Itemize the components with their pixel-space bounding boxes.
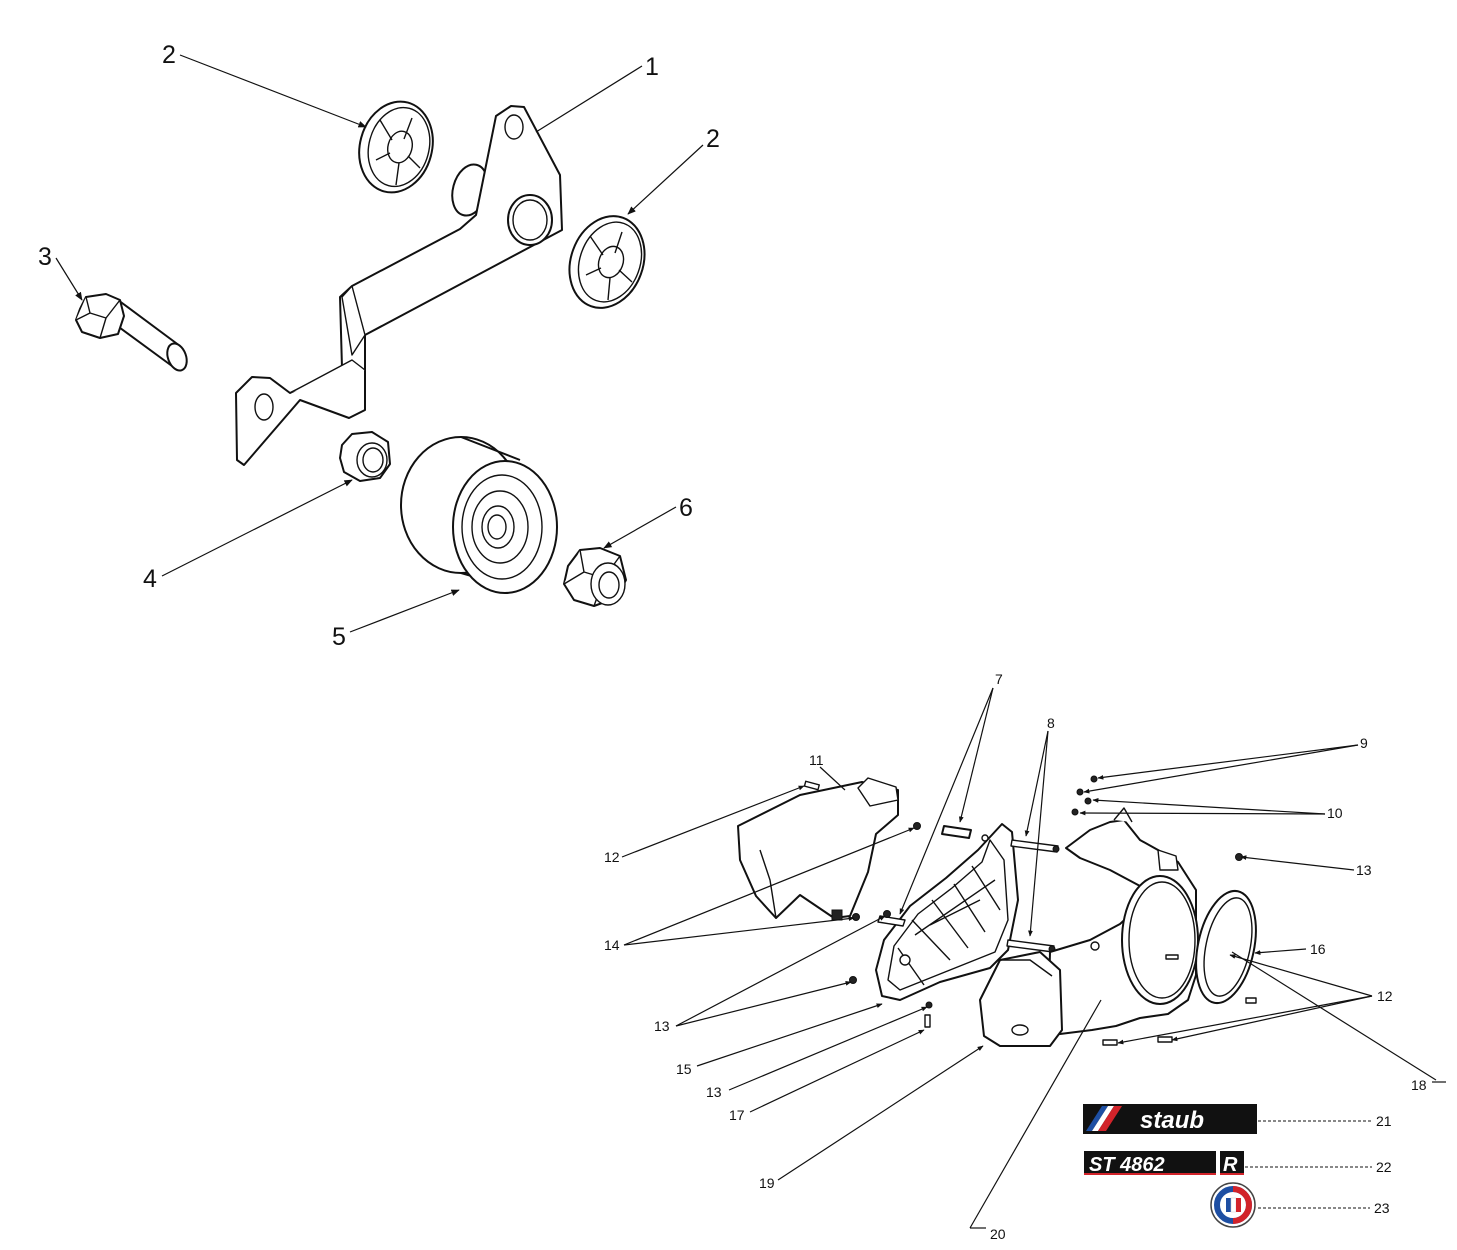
callout-23: 23 [1374, 1200, 1390, 1216]
callout-4: 4 [143, 565, 157, 593]
model-badge-text: ST 4862 [1089, 1154, 1165, 1176]
lower-callouts: 7 8 9 10 11 12 12 13 13 13 [604, 671, 1446, 1242]
callout-6: 6 [679, 494, 693, 522]
leader-20 [969, 999, 1102, 1229]
callout-10: 10 [1327, 805, 1343, 821]
callout-9: 9 [1360, 735, 1368, 751]
leader-18 [1231, 951, 1437, 1081]
leader-10b [1079, 810, 1326, 816]
callout-1: 1 [645, 53, 659, 81]
leader-8b [1028, 730, 1049, 937]
callout-13-bottom: 13 [706, 1084, 722, 1100]
callout-11: 11 [809, 752, 824, 768]
leader-12-right-c [1171, 995, 1373, 1042]
part-20-housing [1047, 807, 1199, 1035]
part-2-washer-lower [568, 215, 646, 309]
brand-logo-text: staub [1140, 1107, 1204, 1134]
part-2-washer-upper [358, 100, 434, 194]
callout-22: 22 [1376, 1159, 1392, 1175]
part-15-cover-plate [875, 823, 1019, 1001]
leader-2a [179, 54, 367, 128]
callout-17: 17 [729, 1107, 745, 1123]
leader-11 [819, 766, 846, 791]
leader-9a [1097, 744, 1359, 780]
part-5-pulley [400, 436, 558, 594]
leader-15 [696, 1003, 883, 1067]
leader-16 [1254, 948, 1307, 955]
part-4-nut [339, 431, 391, 482]
leader-13-left-b [675, 980, 852, 1027]
part-3-hex-bolt [75, 293, 188, 372]
leader-1 [535, 65, 643, 133]
callout-3: 3 [38, 243, 52, 271]
part-11-shield [737, 777, 899, 921]
leader-3 [55, 257, 83, 301]
callout-12-left: 12 [604, 849, 620, 865]
callout-14: 14 [604, 937, 620, 953]
decal-22-model-badge: ST 4862 R [1084, 1151, 1244, 1176]
callout-18: 18 [1411, 1077, 1427, 1093]
leader-6 [603, 506, 677, 549]
leader-12-right-a [1229, 954, 1373, 997]
callout-12-right: 12 [1377, 988, 1393, 1004]
callout-16: 16 [1310, 941, 1326, 957]
callout-13-right: 13 [1356, 862, 1372, 878]
leader-14b [623, 916, 855, 946]
leader-14a [623, 827, 915, 946]
leader-13-right [1240, 855, 1355, 871]
leader-12-right-b [1117, 995, 1373, 1045]
callout-15: 15 [676, 1061, 692, 1077]
leader-13-bottom [728, 1006, 928, 1091]
part-6-lock-nut [563, 547, 627, 607]
small-hardware [803, 775, 1257, 1046]
leader-9b [1083, 744, 1359, 794]
leader-19 [777, 1045, 984, 1181]
part-1-bracket [235, 105, 563, 466]
leader-10a [1092, 797, 1326, 815]
leader-13-left-a [675, 915, 886, 1027]
callout-2-upper: 2 [162, 41, 176, 69]
model-suffix-text: R [1223, 1154, 1238, 1176]
callout-8: 8 [1047, 715, 1055, 731]
part-8-rods [1006, 839, 1060, 953]
leader-7a [958, 687, 994, 823]
decal-21-brand-logo: staub [1083, 1104, 1257, 1134]
leader-17 [749, 1029, 925, 1113]
leader-4 [161, 479, 353, 577]
lower-assembly [737, 775, 1257, 1047]
upper-assembly [75, 100, 646, 607]
part-16-ring [1195, 889, 1257, 1005]
leader-2b [627, 144, 704, 215]
callout-13-left: 13 [654, 1018, 670, 1034]
leader-5 [349, 589, 460, 633]
decal-23-made-in-france-seal [1210, 1182, 1256, 1228]
callout-2-lower: 2 [706, 125, 720, 153]
leader-7b [899, 687, 994, 915]
callout-20: 20 [990, 1226, 1006, 1242]
leader-8a [1024, 730, 1049, 837]
upper-callouts: 1 2 2 3 4 5 6 [38, 41, 720, 651]
callout-7: 7 [995, 671, 1003, 687]
callout-21: 21 [1376, 1113, 1392, 1129]
callout-19: 19 [759, 1175, 775, 1191]
callout-5: 5 [332, 623, 346, 651]
part-19-front-cap [979, 951, 1063, 1047]
leader-12-left [621, 785, 805, 858]
